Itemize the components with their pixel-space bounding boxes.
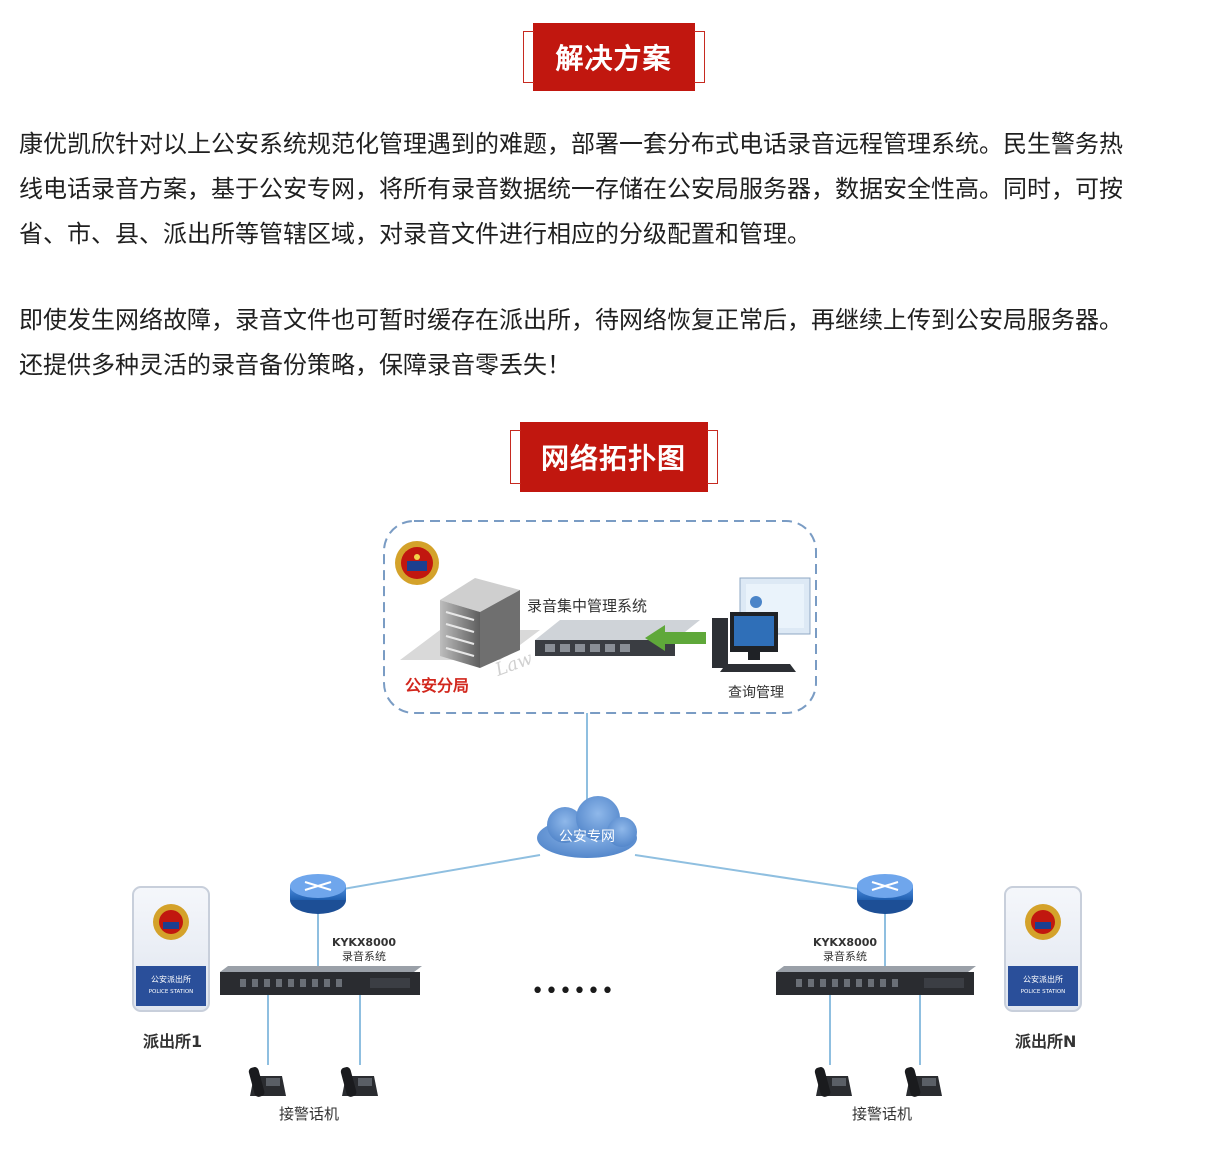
paragraph-1-line: 线电话录音方案，基于公安专网，将所有录音数据统一存储在公安局服务器，数据安全性高… <box>19 175 1123 203</box>
network-topology-diagram: Law 公安分局 录音集中管理系统 查询管理 公安专网 <box>132 520 1082 1123</box>
police-station-sign-left-icon <box>132 886 210 1012</box>
police-station-sign-right-icon <box>1004 886 1082 1012</box>
cloud-label: 公安专网 <box>559 829 615 845</box>
hq-label: 公安分局 <box>405 676 469 695</box>
station-right-label: 派出所N <box>1015 1032 1076 1051</box>
desk-phone-icon <box>248 1067 286 1097</box>
device-desc-right: 录音系统 <box>823 949 867 963</box>
recorder-device-left-icon <box>220 966 422 995</box>
sign-text-left: 公安派出所 <box>151 974 191 984</box>
device-desc-left: 录音系统 <box>342 949 386 963</box>
connection-lines <box>267 660 921 1065</box>
desk-phone-icon <box>814 1067 852 1097</box>
paragraph-1-line: 省、市、县、派出所等管辖区域，对录音文件进行相应的分级配置和管理。 <box>19 220 811 248</box>
recorder-device-right-icon <box>776 966 976 995</box>
heading-topology: 网络拓扑图 <box>0 422 1227 492</box>
desk-phone-icon <box>904 1067 942 1097</box>
heading-topology-text: 网络拓扑图 <box>519 422 708 492</box>
server-label: 录音集中管理系统 <box>527 597 647 615</box>
paragraph-1: 康优凯欣针对以上公安系统规范化管理遇到的难题，部署一套分布式电话录音远程管理系统… <box>19 122 1209 257</box>
router-right-icon <box>857 874 913 914</box>
phones-label-right: 接警话机 <box>852 1105 912 1123</box>
sign-text-right: 公安派出所 <box>1023 974 1063 984</box>
paragraph-2-line: 即使发生网络故障，录音文件也可暂时缓存在派出所，待网络恢复正常后，再继续上传到公… <box>19 306 1123 334</box>
computer-icon <box>712 577 811 672</box>
station-left-label: 派出所1 <box>143 1032 202 1051</box>
router-left-icon <box>290 874 346 914</box>
ellipsis-dots: •••••• <box>531 979 615 1004</box>
heading-solution-text: 解决方案 <box>532 23 695 91</box>
arrow-icon <box>645 625 706 651</box>
device-model-left: KYKX8000 <box>332 936 396 949</box>
police-emblem-icon <box>395 541 439 585</box>
heading-solution: 解决方案 <box>0 23 1227 91</box>
sign-sub-left: POLICE STATION <box>149 989 194 995</box>
desk-phone-icon <box>340 1067 378 1097</box>
cloud-icon <box>537 796 637 858</box>
building-icon <box>400 578 540 668</box>
device-model-right: KYKX8000 <box>813 936 877 949</box>
sign-sub-right: POLICE STATION <box>1021 989 1066 995</box>
query-label: 查询管理 <box>728 685 784 701</box>
phones-label-left: 接警话机 <box>279 1105 339 1123</box>
paragraph-2-line: 还提供多种灵活的录音备份策略，保障录音零丢失！ <box>19 351 571 379</box>
paragraph-1-line: 康优凯欣针对以上公安系统规范化管理遇到的难题，部署一套分布式电话录音远程管理系统… <box>19 130 1123 158</box>
hq-dashed-box <box>383 520 817 714</box>
paragraph-2: 即使发生网络故障，录音文件也可暂时缓存在派出所，待网络恢复正常后，再继续上传到公… <box>19 298 1209 388</box>
